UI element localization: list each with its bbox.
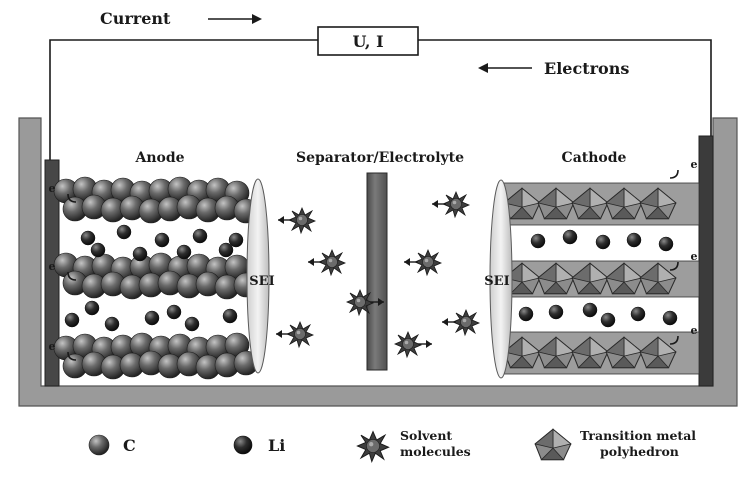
solvent-molecule [394,331,422,358]
solvent-arrowhead [426,340,432,348]
lithium-ion [64,312,80,328]
legend-c-icon [88,434,110,456]
solvent-molecules [276,191,480,358]
lithium-ion [626,232,642,248]
legend-solvent-label-1: Solvent [400,428,452,443]
lithium-ion [582,302,598,318]
lithium-ion [518,306,534,322]
legend-li-icon [233,435,253,455]
solvent-arrowhead [278,216,284,224]
electron-symbol: e [49,340,56,353]
electron-symbol: e [691,250,698,263]
electron-markers: e e e e e e [49,158,698,361]
solvent-arrowhead [432,200,438,208]
lithium-ion [218,242,234,258]
lithium-ion [658,236,674,252]
lithium-ion [132,246,148,262]
lithium-ion [116,224,132,240]
lithium-ion [154,232,170,248]
lithium-ion [595,234,611,250]
cathode-layers [503,182,700,375]
lithium-ion [548,304,564,320]
anode-label: Anode [134,150,184,166]
current-arrow [208,14,262,24]
anode-carbon-layers [53,176,259,380]
lithium-ion [84,300,100,316]
lithium-ion [90,242,106,258]
solvent-molecule [318,249,346,276]
electron-arrow [67,351,77,361]
electron-arrow [669,261,679,271]
solvent-arrowhead [276,330,282,338]
solvent-molecule [452,309,480,336]
lithium-ion [662,310,678,326]
lithium-ion [166,304,182,320]
separator-label: Separator/Electrolyte [296,150,464,166]
lithium-ion [562,229,578,245]
legend: C Li Solvent molecules Transition metal … [88,428,696,463]
sei-layer-anode [246,178,270,374]
solvent-arrowhead [404,258,410,266]
electron-arrow [67,193,77,203]
circuit-wire [49,39,712,160]
cathode-collector [698,135,714,387]
lithium-ion [530,233,546,249]
lithium-ion [176,244,192,260]
electron-arrow [67,271,77,281]
cell-container [18,117,738,407]
current-label: Current [100,9,171,28]
meter-box [317,26,419,56]
lithium-ion [600,312,616,328]
electron-symbol: e [691,158,698,171]
lithium-ion [80,230,96,246]
electron-flow-arrow [478,63,532,73]
lithium-ion [144,310,160,326]
legend-polyhedron-label-1: Transition metal [580,428,696,443]
lithium-ion [228,232,244,248]
legend-polyhedron-icon [534,428,572,461]
sei-label-cathode: SEI [484,274,509,289]
separator-membrane [366,172,388,371]
legend-c-label: C [123,436,136,455]
solvent-molecule [414,249,442,276]
solvent-molecule [286,321,314,348]
solvent-arrowhead [308,258,314,266]
electron-arrow [669,169,679,179]
lithium-ion [184,316,200,332]
lithium-ion [630,306,646,322]
lithium-ion [192,228,208,244]
cathode-label: Cathode [562,150,627,166]
legend-solvent-label-2: molecules [400,444,471,459]
solvent-arrowhead [378,298,384,306]
lithium-ion [222,308,238,324]
solvent-molecule [288,207,316,234]
legend-li-label: Li [268,436,285,455]
electron-symbol: e [49,260,56,273]
lithium-ion [104,316,120,332]
legend-polyhedron-label-2: polyhedron [600,444,679,459]
electron-symbol: e [49,182,56,195]
lithium-ions [64,224,678,332]
legend-solvent-icon [356,431,390,463]
electron-arrow [669,335,679,345]
solvent-molecule [442,191,470,218]
meter-label: U, I [352,32,383,51]
sei-layer-cathode [489,179,513,379]
sei-label-anode: SEI [249,274,274,289]
electron-symbol: e [691,324,698,337]
electrons-label: Electrons [544,59,629,78]
solvent-arrowhead [442,318,448,326]
